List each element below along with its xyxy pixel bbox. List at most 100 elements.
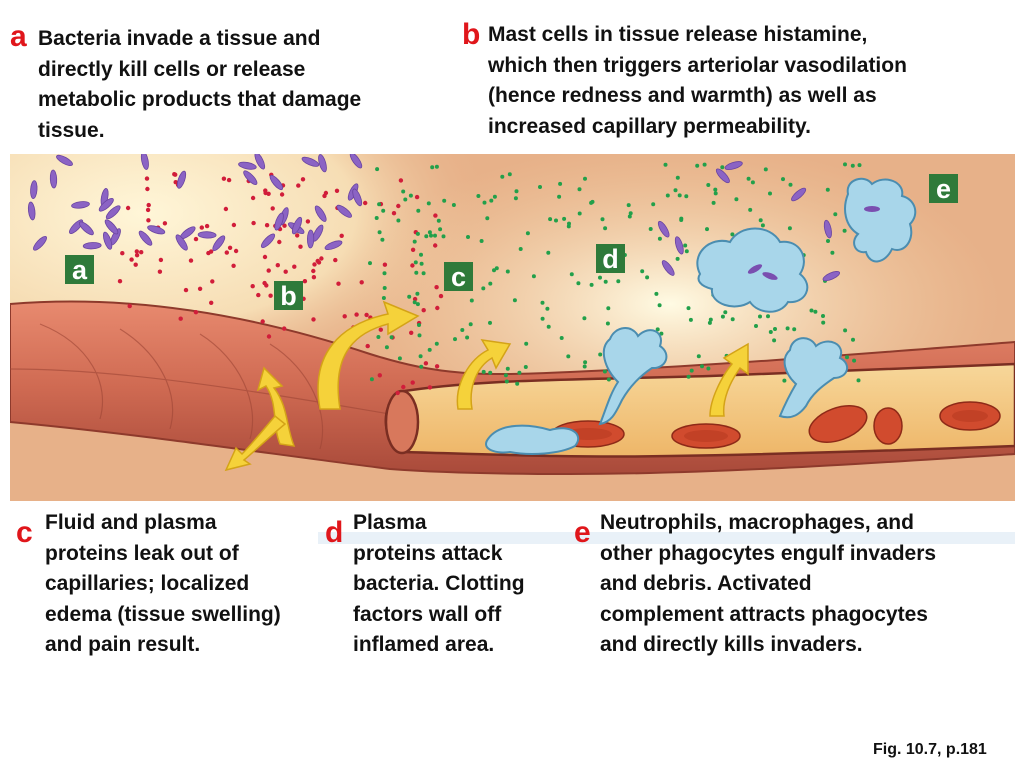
histamine-dot (295, 233, 300, 238)
histamine-dot (282, 223, 287, 228)
plasma-protein-dot (711, 200, 716, 205)
plasma-protein-dot (418, 354, 423, 359)
histamine-dot (227, 245, 233, 250)
histamine-dot (208, 249, 214, 254)
plasma-protein-dot (852, 358, 857, 363)
bacterium (306, 229, 315, 249)
bacterium (104, 219, 119, 235)
histamine-dot (145, 207, 151, 213)
histamine-dot (354, 312, 359, 317)
plasma-protein-dot (675, 256, 680, 261)
red-blood-cell (808, 405, 868, 443)
bacterium (791, 187, 807, 202)
plasma-protein-dot (695, 163, 700, 168)
plasma-protein-dot (441, 234, 446, 239)
bacterium (78, 221, 94, 236)
red-blood-cell (873, 407, 903, 445)
histamine-dot (146, 218, 151, 223)
bacterium (324, 240, 343, 250)
plasma-protein-dot (401, 189, 406, 194)
plasma-protein-dot (843, 162, 847, 167)
plasma-protein-dot (524, 341, 529, 346)
bacterium (336, 204, 352, 218)
histamine-dot (125, 205, 131, 211)
plasma-protein-dot (503, 373, 508, 378)
plasma-protein-dot (730, 232, 735, 237)
plasma-protein-dot (684, 249, 689, 254)
plasma-protein-dot (412, 239, 417, 244)
histamine-dot (359, 280, 364, 285)
histamine-dot (322, 193, 327, 199)
histamine-dot (117, 279, 123, 284)
plasma-protein-dot (416, 208, 421, 213)
leak-arrow (317, 300, 420, 410)
histamine-dot (146, 202, 151, 208)
plasma-protein-dot (788, 182, 793, 187)
plasma-protein-dot (488, 370, 493, 375)
plasma-protein-dot (517, 370, 522, 375)
histamine-dot (292, 264, 297, 269)
histamine-dot (412, 296, 418, 302)
histamine-dot (233, 248, 239, 254)
plasma-protein-dot (515, 381, 520, 386)
plasma-protein-dot (627, 214, 632, 219)
plasma-protein-dot (684, 194, 689, 199)
histamine-dot (423, 361, 429, 366)
plasma-protein-dot (830, 250, 835, 255)
plasma-protein-dot (465, 335, 470, 340)
bacterium (27, 201, 36, 221)
plasma-protein-dot (746, 176, 751, 181)
figure-credit: Fig. 10.7, p.181 (873, 741, 987, 758)
plasma-protein-dot (562, 216, 567, 221)
plasma-protein-dot (419, 261, 424, 266)
plasma-protein-dot (857, 163, 862, 168)
histamine-dot (398, 178, 404, 183)
bacterium (212, 235, 226, 252)
caption-a-text: Bacteria invade a tissue and directly ki… (38, 27, 362, 142)
plasma-protein-dot (559, 336, 564, 340)
plasma-protein-dot (713, 191, 718, 196)
plasma-protein-dot (569, 272, 574, 277)
plasma-protein-dot (582, 316, 587, 321)
plasma-protein-dot (605, 321, 610, 326)
caption-b-text: Mast cells in tissue release histamine, … (488, 23, 907, 138)
histamine-dot (382, 262, 388, 267)
plasma-protein-dot (434, 164, 439, 169)
plasma-protein-dot (707, 320, 712, 325)
plasma-protein-dot (826, 239, 830, 243)
histamine-dot (401, 384, 406, 390)
histamine-dot (251, 220, 256, 226)
plasma-protein-dot (773, 327, 777, 331)
plasma-protein-dot (451, 203, 456, 207)
histamine-dot (199, 225, 204, 230)
plasma-protein-dot (582, 364, 587, 369)
plasma-protein-dot (369, 377, 374, 382)
bacterium (82, 242, 102, 250)
histamine-dot (334, 188, 340, 193)
plasma-protein-dot (421, 271, 426, 276)
plasma-protein-dot (374, 216, 379, 220)
histamine-dot (395, 390, 400, 396)
histamine-dot (438, 293, 444, 299)
inflammation-illustration: a b c d e (10, 154, 1015, 501)
histamine-dot (262, 280, 267, 286)
plasma-protein-dot (598, 275, 602, 280)
plasma-protein-dot (706, 183, 711, 187)
plasma-protein-dot (688, 317, 693, 322)
bacterium (291, 216, 303, 235)
plasma-protein-dot (606, 306, 611, 311)
label-box-c (444, 262, 473, 291)
illustration-label-boxes: a b c d e (65, 174, 958, 311)
plasma-protein-dot (845, 355, 849, 360)
plasma-protein-dot (426, 201, 431, 206)
bacterium (314, 205, 327, 222)
plasma-protein-dot (397, 356, 402, 361)
plasma-protein-dot (476, 194, 481, 198)
plasma-protein-dot (494, 266, 499, 271)
bacterium (260, 233, 276, 249)
plasma-protein-dot (453, 337, 457, 342)
plasma-protein-dot (648, 227, 653, 231)
plasma-protein-dot (380, 237, 385, 242)
plasma-protein-dot (842, 228, 847, 233)
bacterium (349, 154, 363, 169)
